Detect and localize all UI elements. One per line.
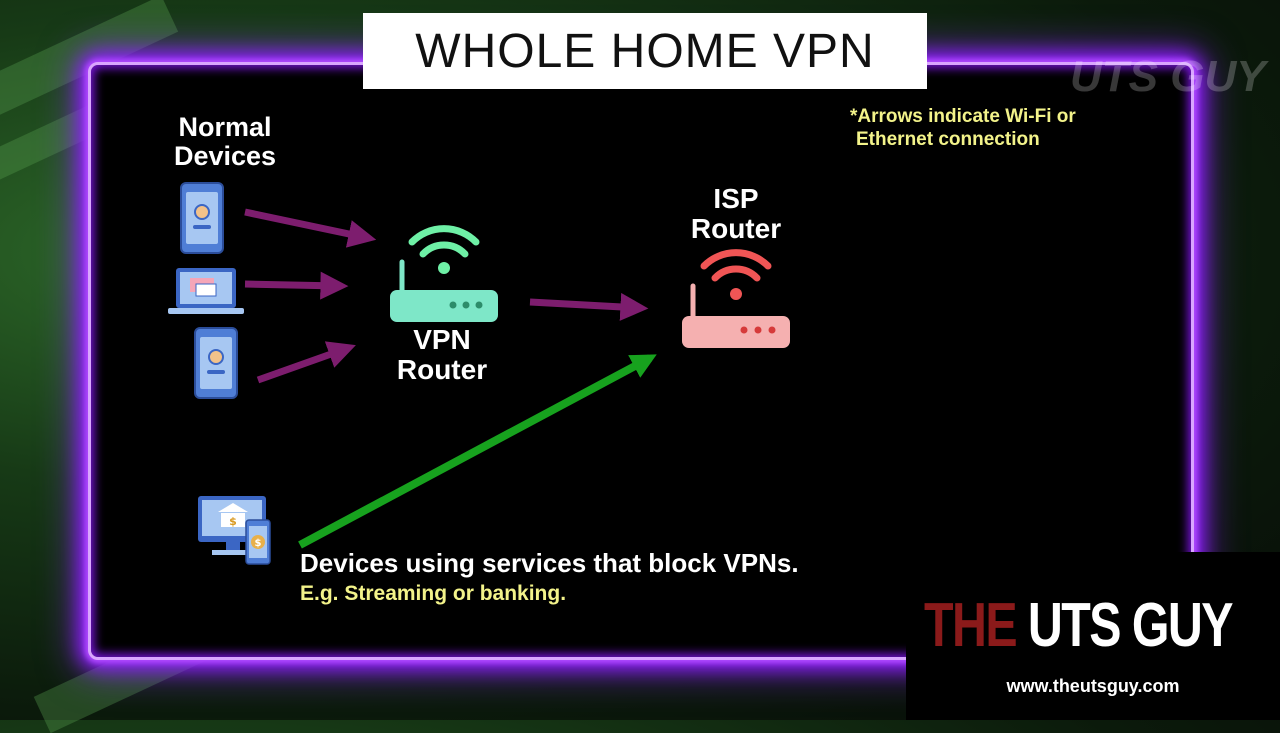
note-line1: *Arrows indicate Wi-Fi or [850,106,1076,127]
blocked-devices-caption: Devices using services that block VPNs. [300,548,799,578]
logo-url: www.theutsguy.com [1006,676,1180,696]
normal-devices-label: Normal Devices [160,112,290,172]
bank-desktop-phone-icon: $ $ [198,496,271,565]
connection-note: *Arrows indicate Wi-Fi or Ethernet conne… [850,106,1076,152]
wifi-router-icon [390,225,498,322]
note-line2: Ethernet connection [856,128,1040,150]
logo-rest: UTS GUY [1027,591,1234,660]
isp-router-label: ISP Router [672,183,800,245]
connection-arrow [244,271,349,300]
svg-text:$: $ [229,515,237,528]
isp-router-line2: Router [690,213,782,245]
page-title: WHOLE HOME VPN [363,13,927,89]
isp-router-line1: ISP [713,183,759,214]
vpn-router-line2: Router [396,354,488,386]
logo-wordmark: THE UTS GUY [924,590,1234,661]
normal-devices-line1: Normal [178,112,272,142]
phone-icon [180,182,224,254]
logo-the: THE [924,591,1018,660]
vpn-router-label: VPN Router [376,324,508,386]
wifi-router-icon [682,249,790,348]
connection-arrow [529,292,649,321]
laptop-icon [168,268,244,314]
bypass-arrow [298,354,657,549]
normal-devices-line2: Devices [173,141,277,172]
connection-arrow [256,341,356,384]
vpn-router-line1: VPN [413,324,471,355]
channel-logo: THE UTS GUY www.theutsguy.com [906,552,1280,720]
blocked-devices-example: E.g. Streaming or banking. [300,582,567,605]
phone-icon [194,327,238,399]
watermark-logo: UTS GUY [1070,52,1266,101]
svg-text:$: $ [255,538,262,549]
connection-arrow [244,208,377,248]
